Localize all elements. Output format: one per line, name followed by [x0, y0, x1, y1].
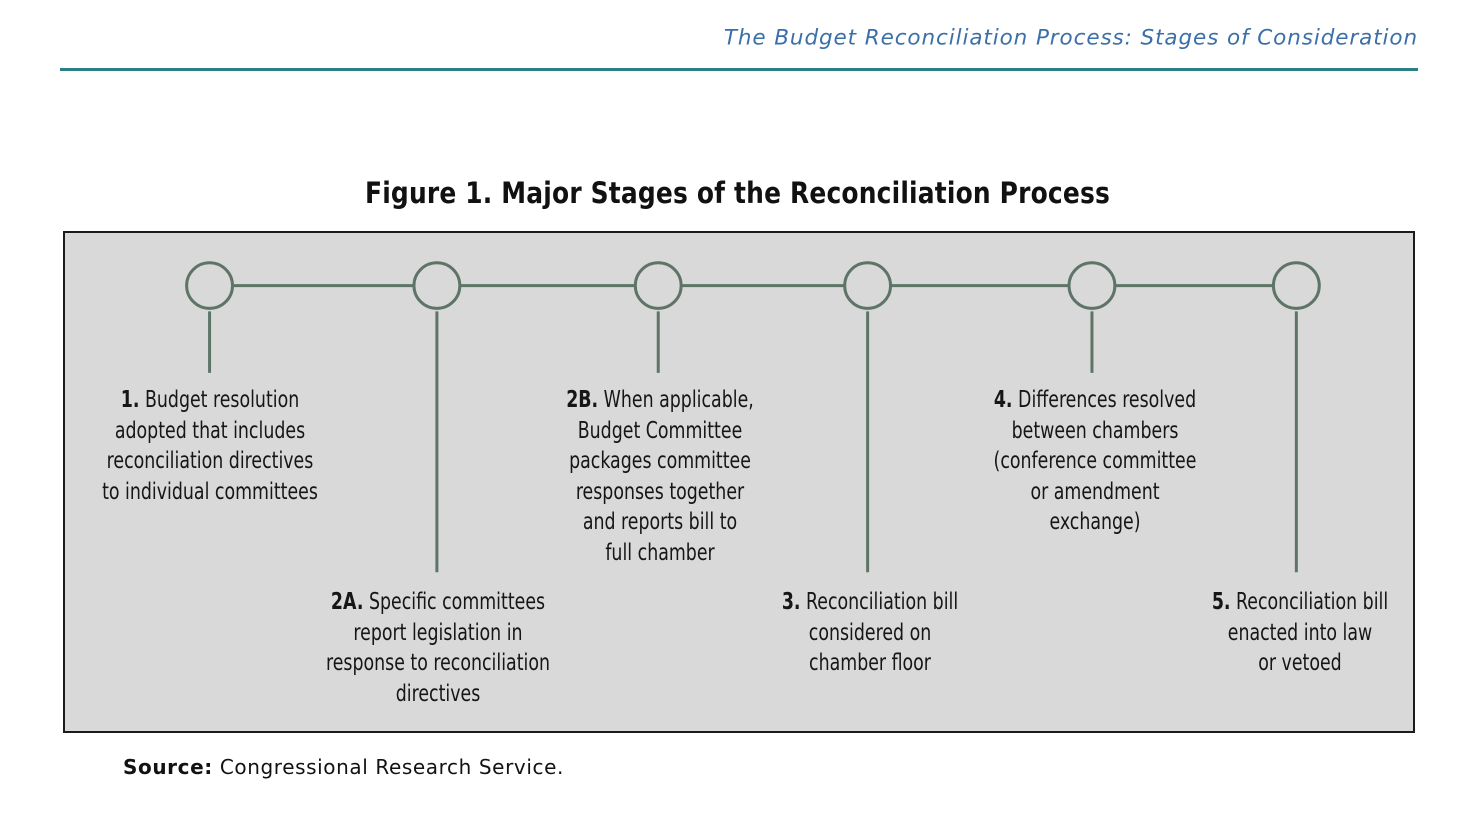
timeline-svg	[185, 261, 1321, 573]
step-text-step-2a: Specific committees report legislation i…	[325, 589, 550, 707]
timeline-layer	[185, 261, 1321, 573]
source-note: Source: Congressional Research Service.	[123, 755, 564, 779]
step-text-step-4: Differences resolved between chambers (c…	[993, 387, 1197, 535]
figure-box: 1. Budget resolution adopted that includ…	[63, 231, 1415, 733]
step-label-step-4: 4. Differences resolved between chambers…	[956, 385, 1233, 538]
step-text-step-5: Reconciliation bill enacted into law or …	[1227, 589, 1389, 676]
step-label-step-5: 5. Reconciliation bill enacted into law …	[1161, 587, 1438, 679]
source-label: Source:	[123, 755, 213, 779]
timeline-node-3	[633, 261, 683, 310]
step-number-step-2b: 2B.	[566, 387, 599, 413]
step-text-step-1: Budget resolution adopted that includes …	[102, 387, 318, 505]
timeline-node-4	[843, 261, 893, 310]
step-number-step-1: 1.	[120, 387, 140, 413]
timeline-node-1	[185, 261, 234, 310]
timeline-graphic	[65, 233, 1413, 731]
step-label-step-2b: 2B. When applicable, Budget Committee pa…	[521, 385, 798, 568]
figure-title: Figure 1. Major Stages of the Reconcilia…	[364, 176, 1111, 210]
step-number-step-2a: 2A.	[330, 589, 364, 615]
step-text-step-2b: When applicable, Budget Committee packag…	[569, 387, 754, 566]
step-label-step-1: 1. Budget resolution adopted that includ…	[71, 385, 348, 507]
timeline-node-2	[412, 261, 462, 310]
step-text-step-3: Reconciliation bill considered on chambe…	[806, 589, 959, 676]
source-text: Congressional Research Service.	[212, 755, 564, 779]
page-header: The Budget Reconciliation Process: Stage…	[0, 0, 1475, 80]
page-header-title: The Budget Reconciliation Process: Stage…	[723, 25, 1418, 51]
timeline-node-5	[1067, 261, 1117, 310]
step-label-step-3: 3. Reconciliation bill considered on cha…	[731, 587, 1008, 679]
step-number-step-3: 3.	[781, 589, 801, 615]
step-number-step-4: 4.	[993, 387, 1013, 413]
step-number-step-5: 5.	[1211, 589, 1231, 615]
timeline-node-6	[1271, 261, 1321, 310]
step-label-step-2a: 2A. Specific committees report legislati…	[299, 587, 576, 709]
header-rule	[60, 68, 1418, 71]
